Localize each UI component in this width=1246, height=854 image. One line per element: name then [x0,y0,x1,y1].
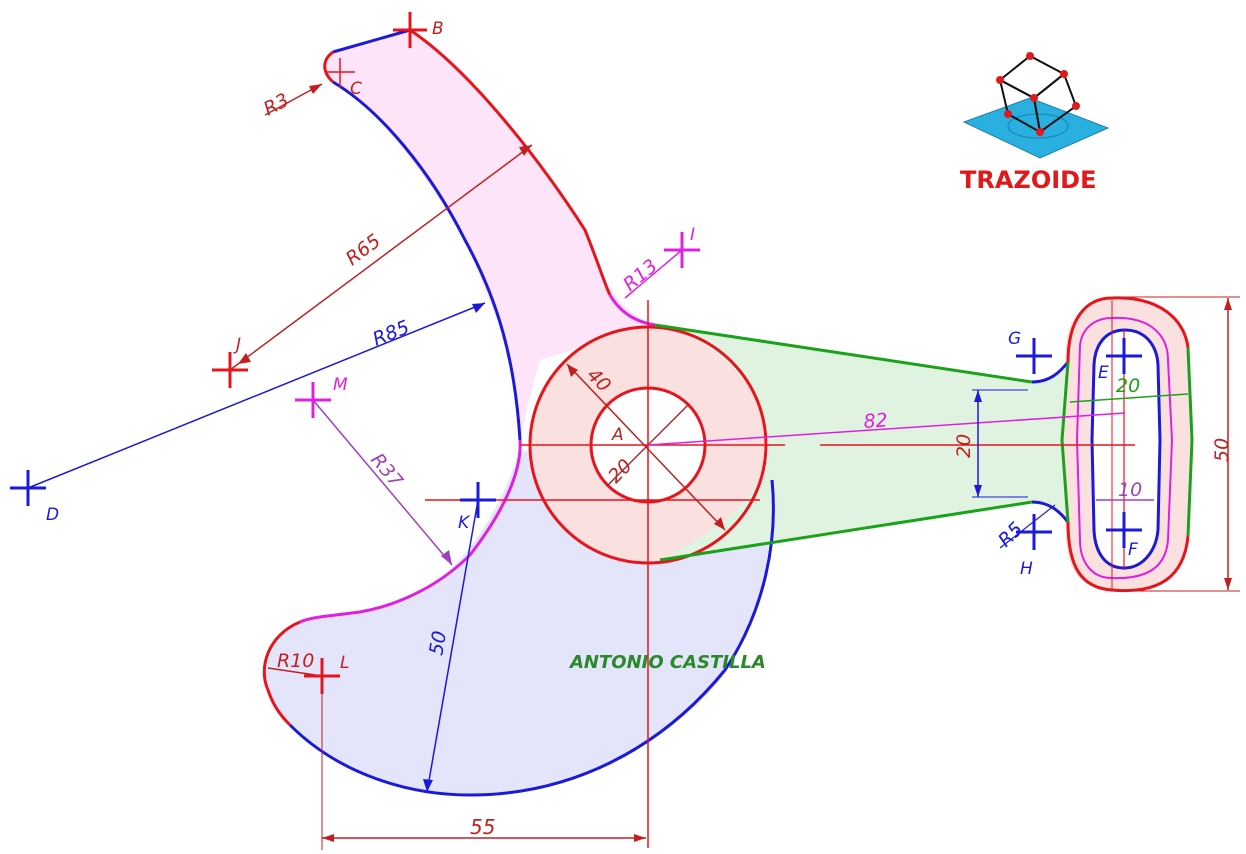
label-point-h: H [1020,559,1033,579]
dim-h50: 50 [1211,438,1233,462]
r65-arrow-start [238,353,251,364]
label-point-f: F [1128,540,1138,560]
cube-on-plane-icon [962,52,1110,159]
dim-r65: R65 [342,230,385,270]
arm-top-line [654,323,1033,384]
point-h-marker [1016,514,1052,550]
r5-fillet-bottom [1031,500,1070,523]
w55-arrow-left [322,834,334,842]
upper-outer-arc [409,28,612,296]
len82-line [647,412,1126,446]
dim-r13: R13 [619,255,662,296]
label-point-g: G [1008,329,1021,349]
r65-leader [229,144,533,371]
w20-line [1069,393,1189,403]
dim-h20: 20 [953,434,975,458]
label-point-c: C [350,79,362,99]
slot-fill [1092,330,1160,568]
label-point-d: D [46,505,59,525]
dim-r50: 50 [425,629,451,657]
upper-hook-fill [325,30,655,450]
point-l-marker [304,658,340,694]
label-point-e: E [1098,363,1109,383]
label-point-i: I [690,225,695,245]
d40-arrow-b [714,517,725,530]
point-m-marker [295,382,331,418]
logo: TRAZOIDE [960,52,1110,194]
label-point-k: K [458,513,471,533]
r5-fillet-top [1031,361,1070,384]
r37-leader [312,399,453,566]
point-f-marker [1106,512,1142,548]
logo-name: TRAZOIDE [960,166,1096,194]
dim-r3: R3 [260,89,293,120]
r13-leader [624,249,683,299]
end-plate-left [1060,361,1070,523]
dim-w10: 10 [1118,479,1142,501]
r37-arrow [441,550,452,565]
r85-leader [27,302,486,489]
d40-arrow-a [567,364,578,377]
author-name: ANTONIO CASTILLA [568,652,766,673]
h20-arrow-bottom [974,485,982,497]
label-point-j: J [233,335,241,355]
r5-leader [999,504,1056,549]
r50-arrow [423,779,433,792]
r85-arrow [472,303,485,313]
point-b-marker [393,12,427,48]
point-j-marker [212,352,248,388]
dim-len82: 82 [863,409,889,433]
label-point-b: B [432,19,444,39]
arm-fill [655,325,1068,560]
point-k-marker [460,482,496,518]
dim-r10: R10 [277,650,314,672]
r50-leader [426,499,479,793]
point-c-marker [325,58,355,88]
dim-r85: R85 [370,316,413,350]
point-e-marker [1106,338,1142,374]
end-plate-right [1186,347,1194,537]
w55-arrow-right [634,834,646,842]
dim-r5: R5 [994,518,1027,551]
r3-arrow [309,84,322,94]
top-edge [332,28,411,54]
h50-arrow-top [1224,298,1232,310]
end-plate-outline [1066,296,1190,363]
point-d-marker [10,470,46,506]
r13-fillet [608,294,656,327]
label-point-l: L [340,653,349,673]
h50-arrow-bottom [1224,578,1232,590]
point-g-marker [1016,338,1052,374]
inner-r85-arc [332,80,522,441]
dim-w55: 55 [470,815,495,839]
r3-tip [323,50,335,84]
arm-bottom-line [659,500,1033,562]
point-i-marker [664,232,700,268]
label-point-a: A [611,425,624,445]
h20-arrow-top [974,390,982,402]
r37-arc [299,439,522,624]
dim-r37: R37 [366,449,407,492]
dim-w20: 20 [1116,375,1140,397]
label-point-m: M [333,375,348,395]
slot-offset [1075,316,1174,580]
r10-tip [262,620,301,727]
r65-arrow-end [519,145,532,156]
lower-outer-arc [288,479,775,797]
